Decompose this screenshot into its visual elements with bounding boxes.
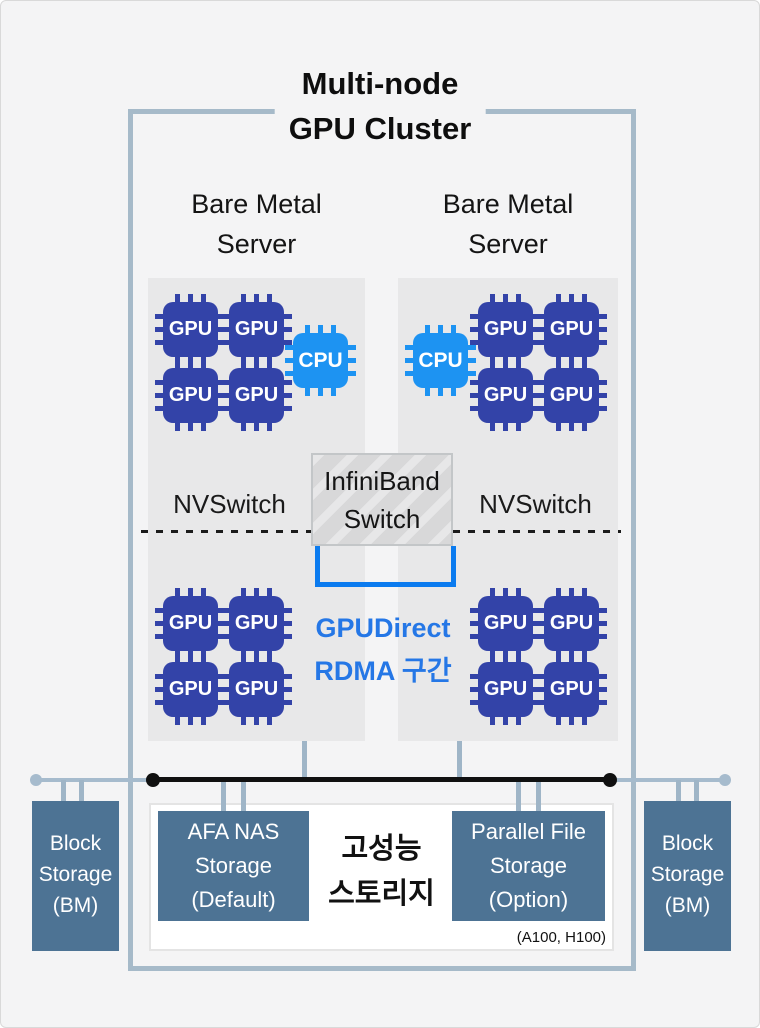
gpu-chip: GPU [221,654,284,717]
block-storage-connector [61,780,66,802]
cpu-chip: CPU [285,325,348,388]
diagram-title: Multi-node GPU Cluster [274,61,486,151]
nvswitch-label-right: NVSwitch [479,489,592,519]
block-storage-connector [694,780,699,802]
network-endpoint-dot-left [30,774,42,786]
gpu-models-note: (A100, H100) [516,929,606,946]
gpu-chip: GPU [470,360,533,423]
cluster-storage-bus-line [152,777,610,782]
title-line-2: GPU Cluster [288,111,472,146]
parallel-file-storage-box: Parallel File Storage (Option) [452,811,605,921]
panel-connector-line [457,741,462,779]
bus-endpoint-dot-right [603,773,617,787]
gpu-chip: GPU [470,294,533,357]
high-performance-storage-label: 고성능 스토리지 [328,833,435,910]
nvswitch-dashed-line-left [141,530,311,533]
afa-nas-storage-box: AFA NAS Storage (Default) [158,811,309,921]
bare-metal-server-label-right: Bare Metal Server [442,189,574,259]
title-line-1: Multi-node [301,66,459,101]
gpu-chip: GPU [221,588,284,651]
gpu-chip: GPU [536,588,599,651]
gpu-chip: GPU [536,360,599,423]
parallel-storage-connector [516,779,521,813]
cpu-chip: CPU [405,325,468,388]
block-storage-box-right: Block Storage (BM) [644,801,731,951]
afa-storage-connector [221,779,226,813]
block-storage-connector [79,780,84,802]
block-storage-box-left: Block Storage (BM) [32,801,119,951]
afa-storage-connector [241,779,246,813]
block-storage-connector [676,780,681,802]
panel-connector-line [302,741,307,779]
gpu-chip: GPU [221,360,284,423]
nvswitch-dashed-line-right [453,530,621,533]
bare-metal-server-label-left: Bare Metal Server [191,189,322,259]
parallel-storage-connector [536,779,541,813]
rdma-range-bracket [315,546,456,587]
gpu-chip: GPU [155,654,218,717]
gpu-chip: GPU [155,360,218,423]
infiniband-switch-box: InfiniBand Switch [311,453,453,546]
nvswitch-label-left: NVSwitch [173,489,286,519]
gpu-chip: GPU [536,654,599,717]
gpu-chip: GPU [536,294,599,357]
gpu-chip: GPU [470,588,533,651]
gpu-chip: GPU [155,294,218,357]
gpu-chip: GPU [470,654,533,717]
network-endpoint-dot-right [719,774,731,786]
gpu-chip: GPU [155,588,218,651]
gpudirect-rdma-label: GPUDirect RDMA 구간 [314,613,452,686]
gpu-chip: GPU [221,294,284,357]
bus-endpoint-dot-left [146,773,160,787]
